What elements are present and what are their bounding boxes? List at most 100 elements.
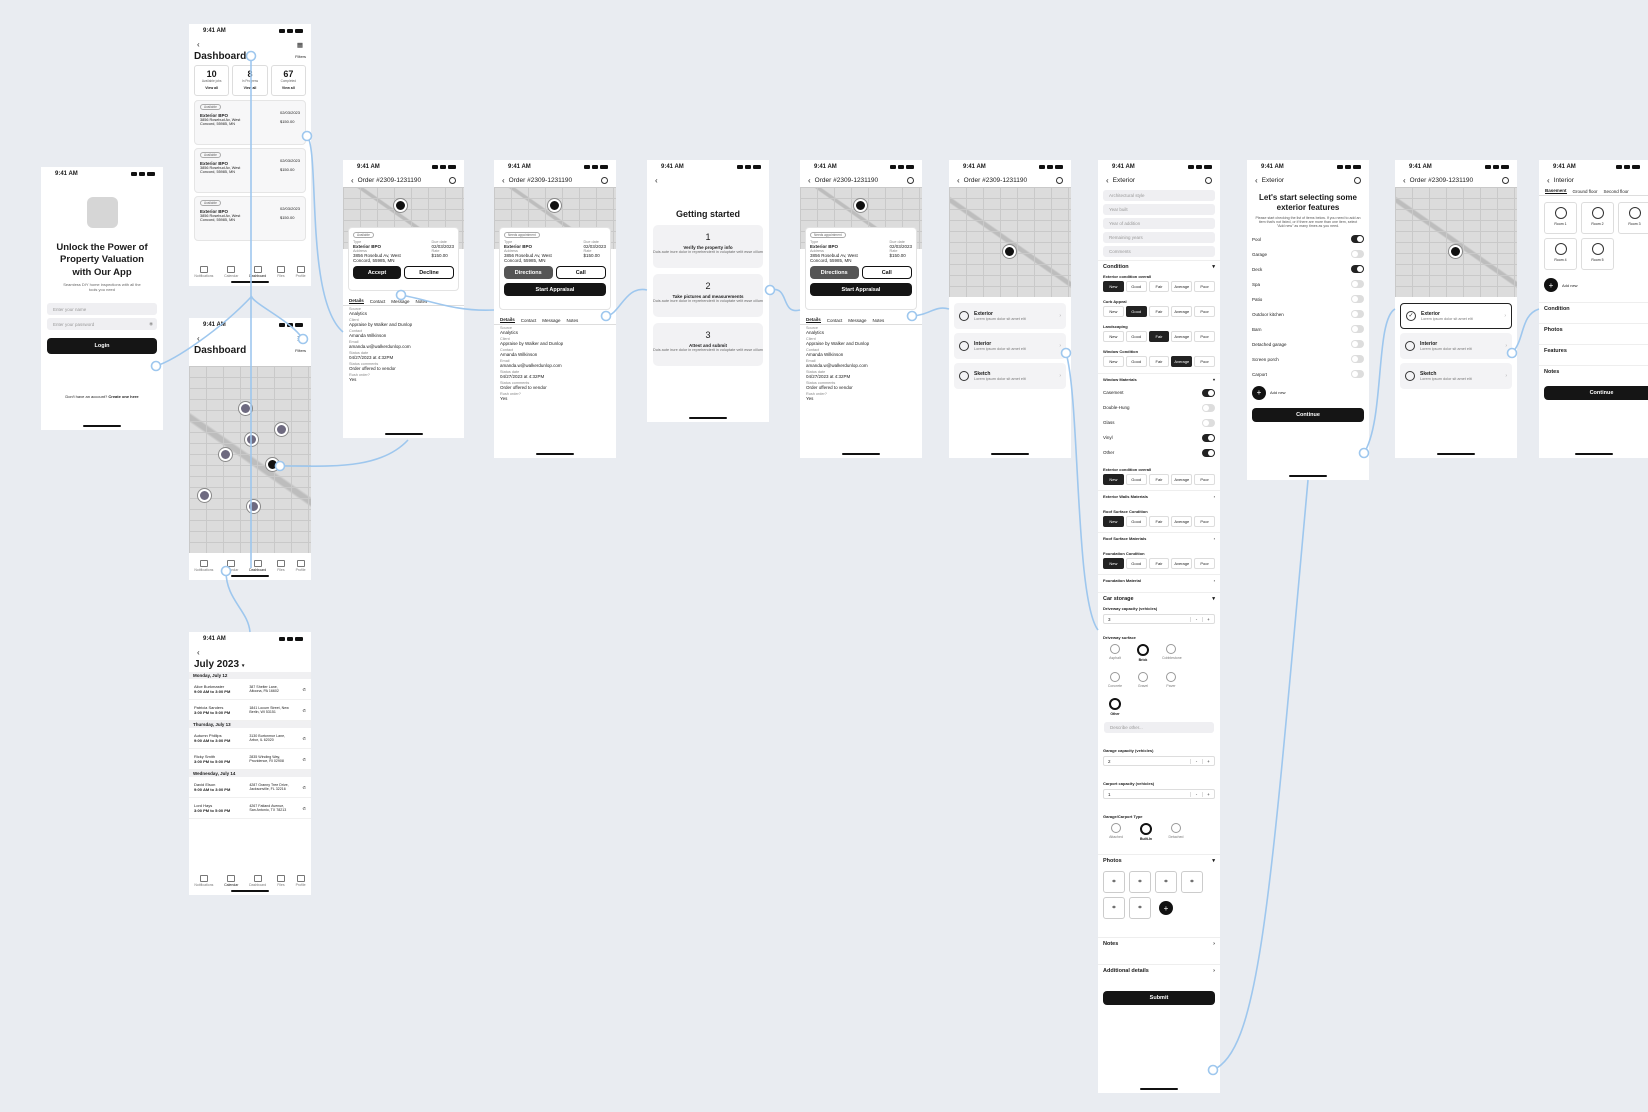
room-card[interactable]: Room 2 [1581, 202, 1614, 234]
rating-option[interactable]: Fair [1148, 516, 1170, 527]
tab-item[interactable]: Dashboard [249, 266, 266, 278]
rating-option[interactable]: Average [1171, 356, 1193, 367]
tab-item[interactable]: Notifications [194, 560, 213, 572]
rating-option[interactable]: New [1103, 558, 1124, 569]
rating-option[interactable]: Average [1171, 306, 1193, 317]
help-icon[interactable] [1205, 177, 1212, 184]
call-button[interactable]: Call [555, 266, 606, 279]
map-pin[interactable] [245, 433, 258, 446]
start-appraisal-button[interactable]: Start Appraisal [504, 283, 606, 296]
phone-icon[interactable]: ✆ [302, 735, 306, 741]
rating-option[interactable]: New [1103, 356, 1124, 367]
rating-option[interactable]: Poor [1194, 356, 1215, 367]
photos-header[interactable]: Photos▾ [1098, 854, 1220, 867]
filters-button[interactable]: Filters [295, 54, 306, 59]
toggle-switch[interactable] [1351, 295, 1364, 304]
continue-button[interactable]: Continue [1544, 386, 1648, 400]
rating-option[interactable]: Fair [1148, 306, 1170, 317]
help-icon[interactable] [1354, 177, 1361, 184]
radio-option[interactable]: Gravel [1134, 672, 1152, 688]
tab-item[interactable]: Profile [296, 875, 306, 887]
back-icon[interactable]: ‹ [1106, 175, 1109, 185]
filters-button[interactable]: Filters [295, 348, 306, 353]
tab-item[interactable]: Calendar [224, 560, 238, 572]
map-pin[interactable] [198, 489, 211, 502]
rating-option[interactable]: New [1103, 516, 1124, 527]
interior-section-header[interactable]: Condition [1539, 302, 1648, 315]
plus-icon[interactable]: + [1202, 791, 1214, 797]
rating-option[interactable]: Fair [1148, 331, 1170, 342]
materials-link[interactable]: Exterior Walls Materials› [1098, 490, 1220, 502]
minus-icon[interactable]: - [1190, 791, 1202, 797]
eye-icon[interactable]: ◉ [149, 321, 153, 327]
map-pin[interactable] [239, 402, 252, 415]
tab-contact[interactable]: Contact [520, 317, 537, 323]
tab-details[interactable]: Details [500, 317, 515, 323]
back-icon[interactable]: ‹ [351, 175, 354, 185]
back-icon[interactable]: ‹ [1403, 175, 1406, 185]
minus-icon[interactable]: - [1190, 758, 1202, 764]
toggle-switch[interactable] [1351, 235, 1364, 244]
toggle-switch[interactable] [1351, 340, 1364, 349]
room-card[interactable]: Room 1 [1544, 202, 1577, 234]
map-pin[interactable] [1449, 245, 1462, 258]
toggle-switch[interactable] [1351, 310, 1364, 319]
add-photo-button[interactable]: + [1159, 901, 1173, 915]
tab-item[interactable]: Calendar [224, 266, 238, 278]
text-input[interactable]: Architectural style [1103, 190, 1215, 201]
tab-message[interactable]: Message [391, 298, 410, 304]
tab-contact[interactable]: Contact [369, 298, 386, 304]
chat-icon[interactable] [601, 177, 608, 184]
order-card[interactable]: Available Exterior BPO 3856 Rosebud Av, … [194, 148, 306, 193]
back-icon[interactable]: ‹ [1255, 175, 1258, 185]
name-field[interactable]: Enter your name [47, 303, 157, 316]
tab-item[interactable]: Calendar [224, 875, 238, 887]
rating-option[interactable]: Average [1171, 474, 1193, 485]
toggle-switch[interactable] [1202, 403, 1215, 412]
rating-option[interactable]: New [1103, 474, 1124, 485]
tab-item[interactable]: Files [277, 875, 285, 887]
plus-icon[interactable]: + [1202, 758, 1214, 764]
toggle-switch[interactable] [1351, 355, 1364, 364]
camera-icon[interactable]: ⌗ [1155, 871, 1177, 893]
rating-option[interactable]: Poor [1194, 474, 1215, 485]
materials-link[interactable]: Roof Surface Materials› [1098, 532, 1220, 544]
back-icon[interactable]: ‹ [197, 333, 200, 343]
phone-icon[interactable]: ✆ [302, 707, 306, 713]
map-pin[interactable] [247, 500, 260, 513]
call-button[interactable]: Call [861, 266, 912, 279]
toggle-switch[interactable] [1202, 448, 1215, 457]
room-card[interactable]: Room 5 [1581, 238, 1614, 270]
decline-button[interactable]: Decline [404, 266, 454, 279]
radio-option[interactable]: Attached [1106, 823, 1126, 841]
tab-notes[interactable]: Notes [872, 317, 885, 323]
floor-tab[interactable]: Basement [1545, 188, 1567, 194]
tab-item[interactable]: Dashboard [249, 560, 266, 572]
map-pin[interactable] [1003, 245, 1016, 258]
toggle-switch[interactable] [1351, 280, 1364, 289]
floor-tab[interactable]: Ground floor [1572, 188, 1598, 194]
plus-icon[interactable]: + [1252, 385, 1266, 400]
rating-option[interactable]: Good [1125, 474, 1147, 485]
plus-icon[interactable]: + [1202, 616, 1214, 622]
camera-icon[interactable]: ⌗ [1129, 897, 1151, 919]
back-icon[interactable]: ‹ [502, 175, 505, 185]
radio-option[interactable]: Built-In [1136, 823, 1156, 841]
map-pin[interactable] [394, 199, 407, 212]
camera-icon[interactable]: ⌗ [1129, 871, 1151, 893]
rating-option[interactable]: Average [1171, 331, 1193, 342]
back-icon[interactable]: ‹ [957, 175, 960, 185]
toggle-switch[interactable] [1202, 388, 1215, 397]
password-field[interactable]: Enter your password◉ [47, 318, 157, 331]
start-appraisal-button[interactable]: Start Appraisal [810, 283, 912, 296]
toggle-switch[interactable] [1351, 325, 1364, 334]
toggle-switch[interactable] [1351, 370, 1364, 379]
describe-other-input[interactable]: Describe other... [1104, 722, 1214, 733]
tab-item[interactable]: Profile [296, 266, 306, 278]
